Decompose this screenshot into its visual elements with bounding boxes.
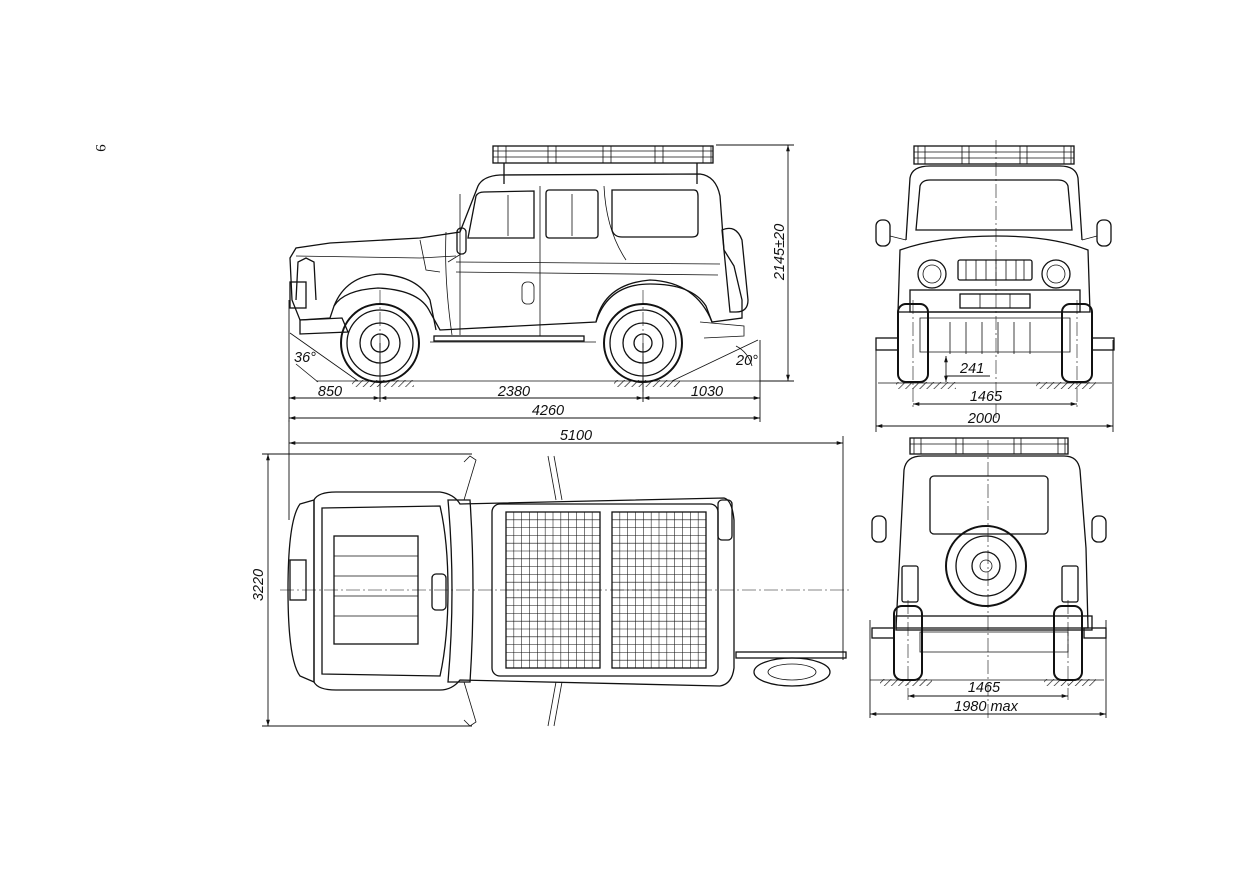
side-body [289,173,749,343]
front-track-label: 1465 [970,389,1003,405]
rear-view: 1465 1980 max [869,437,1107,720]
wheelbase-label: 2380 [497,384,530,400]
ground-clearance-label: 241 [959,361,984,377]
rear-track-label: 1465 [968,680,1001,696]
front-width-label: 2000 [967,411,1000,427]
roof-rack [492,145,714,184]
overall-length-label: 4260 [532,403,564,419]
rear-width-label: 1980 max [954,699,1018,715]
page-number: 9 [92,144,108,152]
approach-angle-label: 36° [294,350,316,366]
top-width-label: 3220 [251,569,267,601]
rear-overhang-label: 1030 [691,384,723,400]
front-overhang-label: 850 [318,384,342,400]
top-view: 5100 3220 [251,420,850,727]
overall-height-label: 2145±20 [772,224,788,281]
front-view: 241 1465 2000 [875,140,1115,432]
departure-angle-label: 20° [735,353,758,369]
top-length-label: 5100 [560,428,592,444]
side-view: 36° 20° 2145±20 850 2380 1030 4260 [288,144,794,422]
